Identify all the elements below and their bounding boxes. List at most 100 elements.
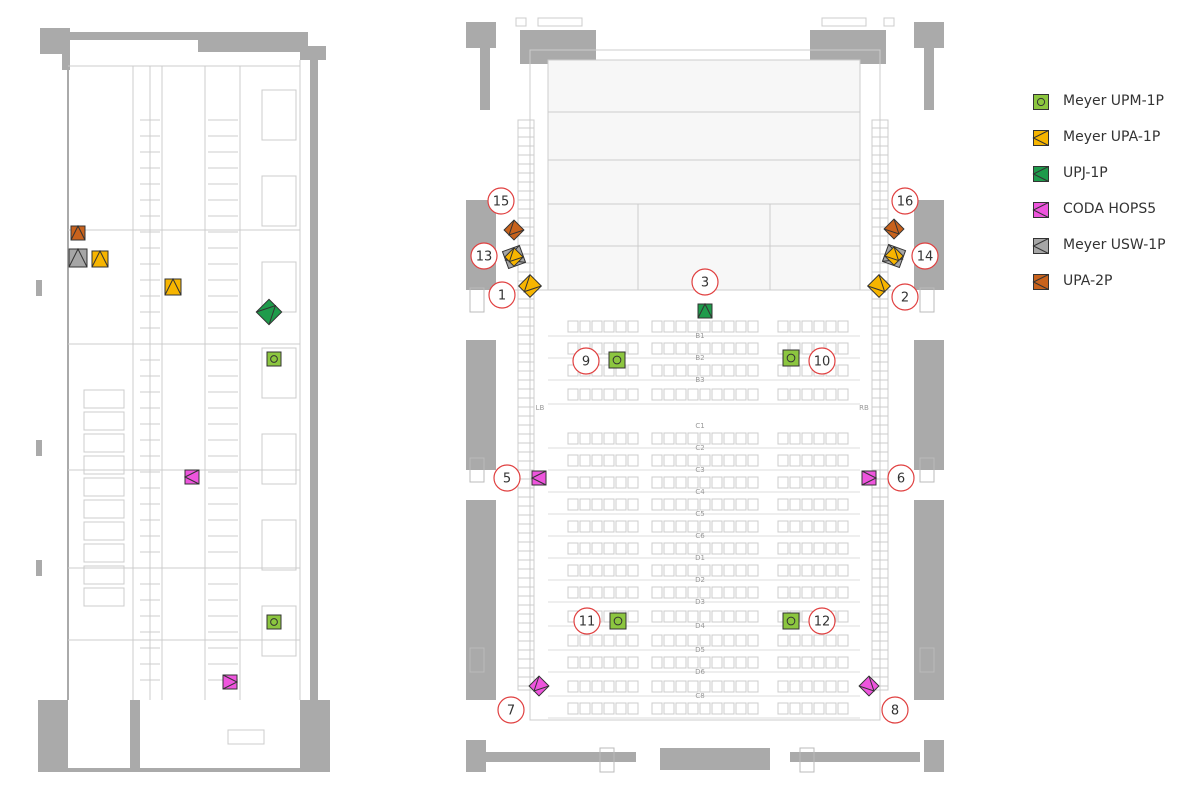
seat	[723, 498, 735, 511]
seat	[663, 364, 675, 377]
seat	[627, 364, 639, 377]
seat	[591, 542, 603, 555]
seat	[789, 520, 801, 533]
seat	[789, 364, 801, 377]
seat	[675, 364, 687, 377]
seat	[723, 342, 735, 355]
seat	[651, 498, 663, 511]
seat	[735, 634, 747, 647]
badge-circle	[691, 268, 719, 296]
seat	[627, 388, 639, 401]
seat	[711, 342, 723, 355]
upa2p-speaker-icon	[503, 219, 525, 241]
seat	[627, 586, 639, 599]
seat	[837, 320, 849, 333]
upa-speaker-icon	[164, 277, 182, 296]
seat	[567, 680, 579, 693]
speaker-cone	[270, 618, 278, 626]
seat	[699, 388, 711, 401]
row-label: C6	[695, 532, 705, 540]
seat	[789, 454, 801, 467]
speaker-body	[222, 674, 238, 690]
badge-9: 9	[572, 347, 600, 375]
seat	[579, 680, 591, 693]
speaker-body	[1033, 94, 1049, 110]
stair-block	[83, 521, 125, 541]
badge-number: 2	[901, 291, 909, 306]
speaker-body	[1033, 202, 1049, 218]
seat	[825, 476, 837, 489]
row-label: D6	[695, 668, 705, 676]
seat	[687, 320, 699, 333]
speaker-horn	[91, 249, 109, 268]
seat	[675, 542, 687, 555]
speaker-body	[531, 470, 547, 486]
upa2p-speaker-icon	[1032, 274, 1049, 290]
seat	[711, 432, 723, 445]
speaker-body	[861, 470, 877, 486]
seat	[825, 680, 837, 693]
upm-speaker-icon	[782, 612, 800, 630]
seat	[747, 656, 759, 669]
badge-number: 13	[476, 250, 493, 265]
seat	[687, 498, 699, 511]
upm-speaker-icon	[782, 349, 800, 367]
door	[599, 747, 615, 773]
speaker-body	[528, 675, 550, 697]
door	[919, 287, 935, 313]
seat	[591, 702, 603, 715]
seat	[603, 656, 615, 669]
seat	[663, 342, 675, 355]
seat	[723, 680, 735, 693]
seat	[675, 610, 687, 623]
seat	[723, 702, 735, 715]
seat	[567, 542, 579, 555]
wall-block	[520, 30, 596, 64]
seat	[837, 364, 849, 377]
balcony-seat-block	[261, 605, 297, 657]
seat	[651, 564, 663, 577]
seat	[579, 454, 591, 467]
seat	[813, 498, 825, 511]
stair-block	[227, 729, 265, 745]
seat	[789, 564, 801, 577]
speaker-body	[266, 614, 282, 630]
seat	[675, 454, 687, 467]
row-label: B3	[695, 376, 704, 384]
seat	[579, 564, 591, 577]
seat	[801, 542, 813, 555]
seat	[687, 388, 699, 401]
seat	[687, 610, 699, 623]
seat	[825, 564, 837, 577]
seat	[651, 702, 663, 715]
speaker-horn	[1032, 202, 1049, 218]
speaker-horn	[697, 302, 713, 319]
seat	[663, 680, 675, 693]
seat	[675, 320, 687, 333]
seat	[603, 586, 615, 599]
speaker-horn	[1032, 166, 1049, 182]
wall-block	[924, 740, 944, 772]
badge-14: 14	[911, 242, 939, 270]
row-label: D3	[695, 598, 705, 606]
seat	[699, 656, 711, 669]
speaker-markers	[68, 218, 907, 697]
seat	[663, 476, 675, 489]
legend-label: CODA HOPS5	[1063, 201, 1157, 217]
speaker-horn	[883, 218, 900, 235]
seat	[723, 542, 735, 555]
seat	[675, 702, 687, 715]
seat	[711, 702, 723, 715]
wall-block	[466, 500, 496, 700]
seat	[777, 432, 789, 445]
upm-speaker-icon	[1033, 94, 1049, 110]
speaker-cone	[1036, 97, 1046, 107]
badge-6: 6	[887, 464, 915, 492]
seat	[723, 454, 735, 467]
seat	[801, 342, 813, 355]
wall-block	[790, 752, 920, 762]
row-label: D2	[695, 576, 705, 584]
stair-block	[83, 411, 125, 431]
seat	[687, 656, 699, 669]
seat	[747, 680, 759, 693]
